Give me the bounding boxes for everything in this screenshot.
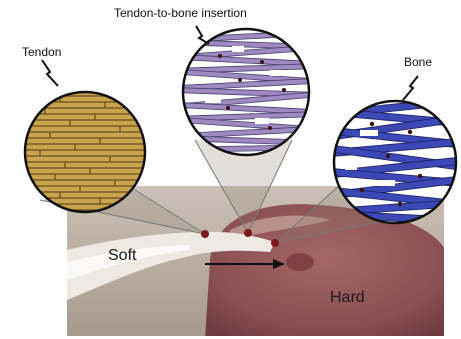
lightning-pointer-icon (403, 76, 418, 100)
tendon-label: Tendon (22, 45, 61, 59)
insertion-label: Tendon-to-bone insertion (114, 6, 247, 20)
bone-label: Bone (404, 55, 432, 69)
bone-marker (271, 239, 279, 247)
lightning-pointer-icon (42, 60, 58, 86)
tendon-marker (201, 230, 209, 238)
soft-label: Soft (108, 247, 136, 265)
insertion-marker (244, 229, 252, 237)
hard-label: Hard (330, 289, 365, 307)
insertion-magnifier-circle (180, 29, 310, 155)
